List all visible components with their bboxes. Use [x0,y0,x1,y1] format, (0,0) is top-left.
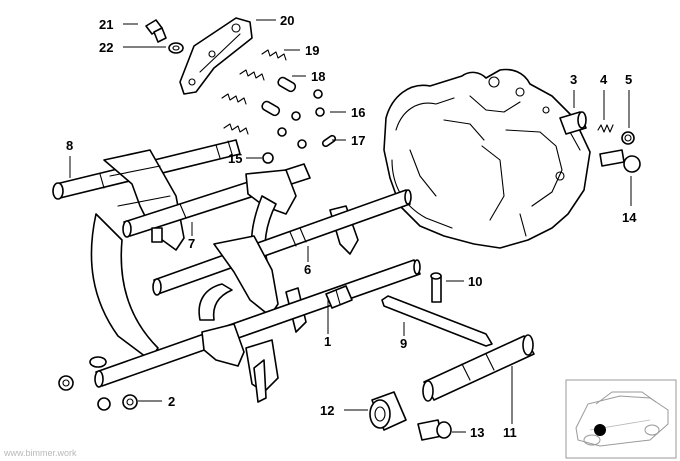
spring-4 [597,124,614,133]
pins-18 [261,76,297,117]
callout-numbers: 21 22 20 19 18 16 17 15 8 7 6 1 9 10 2 1… [66,13,637,440]
shift-rod-6 [152,189,412,296]
callout-11: 11 [503,425,517,440]
callout-16: 16 [351,105,365,120]
transmission-housing [383,68,591,249]
callout-20: 20 [280,13,294,28]
location-marker [594,424,606,436]
callout-13: 13 [470,425,484,440]
callout-22: 22 [99,40,113,55]
bolt-21 [145,19,167,43]
callout-1: 1 [324,334,331,349]
callout-17: 17 [351,133,365,148]
car-location-thumbnail [565,379,677,459]
shift-fork-bottom [201,323,279,403]
washer-22 [168,42,184,54]
bolt-14 [599,149,641,173]
interlock-plate-20 [179,17,253,95]
shift-rod-1 [94,259,421,388]
callout-8: 8 [66,138,73,153]
springs-19 [221,49,287,135]
callout-10: 10 [468,274,482,289]
parts-2-bushings [58,356,138,411]
shaft-11 [422,334,535,402]
plug-3 [559,111,587,135]
pin-10 [430,272,442,303]
callout-21: 21 [99,17,113,32]
lever-9 [381,295,493,347]
balls-16 [277,89,325,149]
callout-18: 18 [311,69,325,84]
callout-14: 14 [622,210,637,225]
callout-5: 5 [625,72,632,87]
callout-19: 19 [305,43,319,58]
screw-13 [417,419,452,441]
callout-6: 6 [304,262,311,277]
watermark: www.bimmer.work [3,448,77,458]
callout-3: 3 [570,72,577,87]
cap-5 [621,131,635,145]
callout-4: 4 [600,72,608,87]
shift-fork-lower [198,235,307,333]
ball-15 [262,152,274,164]
callout-12: 12 [320,403,334,418]
callout-15: 15 [228,151,242,166]
leader-lines [69,19,632,433]
callout-2: 2 [168,394,175,409]
car-location-icon [575,391,669,447]
callout-9: 9 [400,336,407,351]
collar-12 [369,391,407,431]
callout-7: 7 [188,236,195,251]
pin-17 [321,134,337,148]
